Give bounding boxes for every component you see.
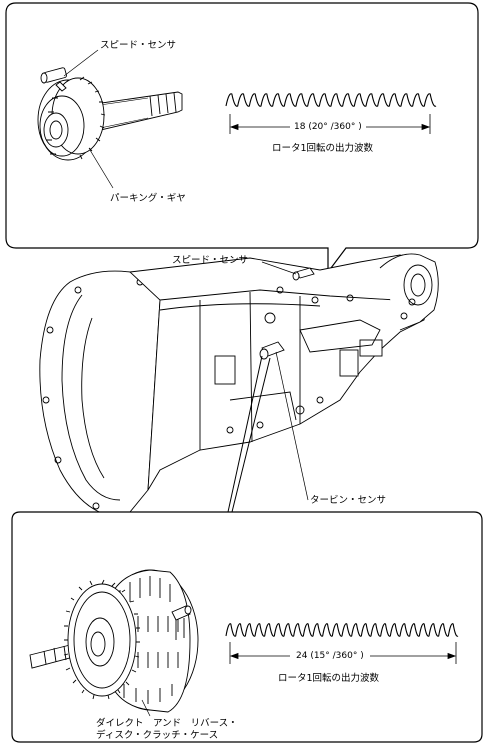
- speed-sensor-leader-main: [261, 261, 297, 275]
- top-callout-frame: [5, 2, 479, 274]
- bottom-dimension-label: 24 (15° /360° ): [296, 651, 364, 661]
- bottom-waveform-caption: ロータ1回転の出力波数: [278, 673, 380, 684]
- callout-line-left: [227, 355, 263, 513]
- top-speed-sensor-label: スピード・センサ: [100, 40, 177, 51]
- parking-gear-leader: [89, 149, 114, 189]
- parking-gear-label: パーキング・ギヤ: [110, 193, 186, 204]
- parking-gear-shaft-illustration: [37, 67, 183, 161]
- bottom-waveform: [225, 623, 459, 637]
- top-waveform-caption: ロータ1回転の出力波数: [272, 143, 374, 154]
- top-waveform: [225, 93, 437, 107]
- turbine-sensor-leader: [275, 351, 309, 501]
- clutch-case-label-line1: ダイレクト アンド リバース・: [96, 718, 238, 729]
- transmission-illustration: [39, 253, 439, 517]
- callout-line-right: [231, 357, 271, 513]
- top-dimension-label: 18 (20° /360° ): [294, 122, 362, 132]
- clutch-drum-illustration: [29, 569, 199, 713]
- main-speed-sensor-label: スピード・センサ: [172, 255, 249, 266]
- clutch-case-label-line2: ディスク・クラッチ・ケース: [96, 730, 219, 741]
- top-dimension-line: [229, 114, 431, 134]
- speed-sensor-leader-top: [63, 49, 99, 77]
- turbine-sensor-label: タービン・センサ: [310, 495, 387, 506]
- clutch-leader: [141, 699, 151, 717]
- bottom-dimension-line: [229, 642, 457, 664]
